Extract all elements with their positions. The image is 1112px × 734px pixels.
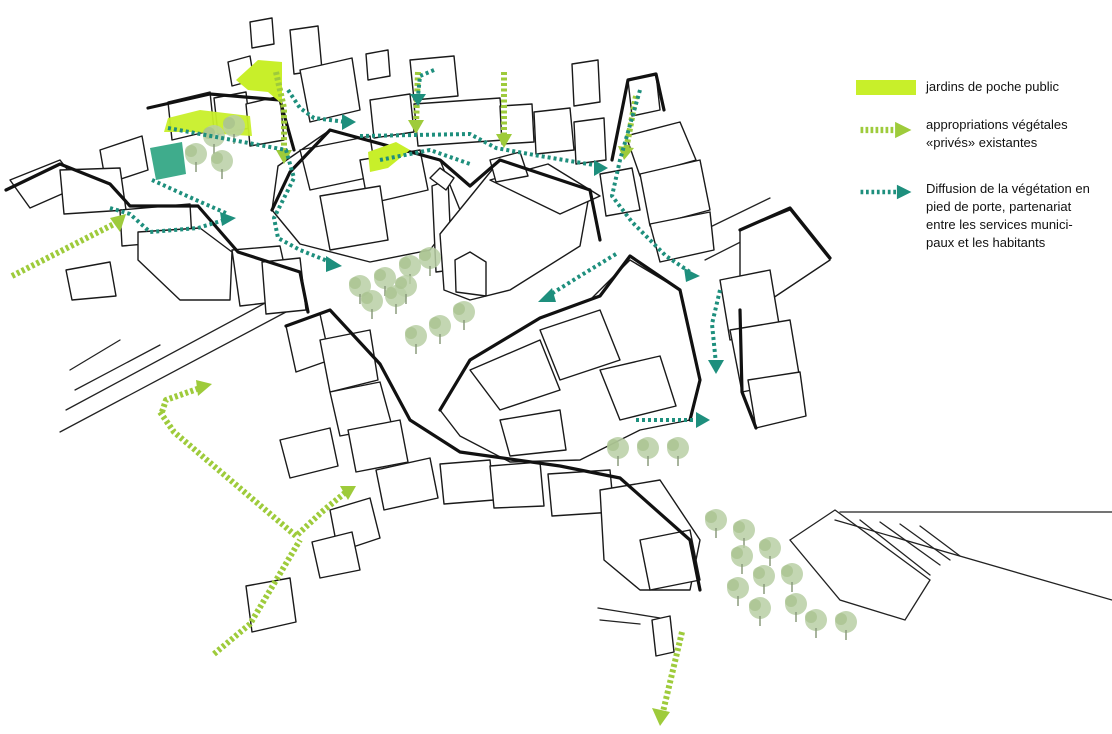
street-greening-arrowheads	[220, 94, 724, 428]
private-green-arrows	[10, 71, 685, 717]
block-outlines	[4, 72, 832, 592]
legend-label: appropriations végétales «privés» exista…	[926, 117, 1068, 150]
private-green-arrowheads	[110, 120, 670, 726]
street-greening-arrows	[109, 68, 722, 422]
legend-label: Diffusion de la végétation en pied de po…	[926, 181, 1090, 250]
legend-label: jardins de poche public	[926, 79, 1059, 94]
filled-swatch-icon	[856, 80, 916, 95]
dashed-arrow-icon	[860, 121, 912, 139]
dashed-arrow-icon	[860, 184, 912, 200]
